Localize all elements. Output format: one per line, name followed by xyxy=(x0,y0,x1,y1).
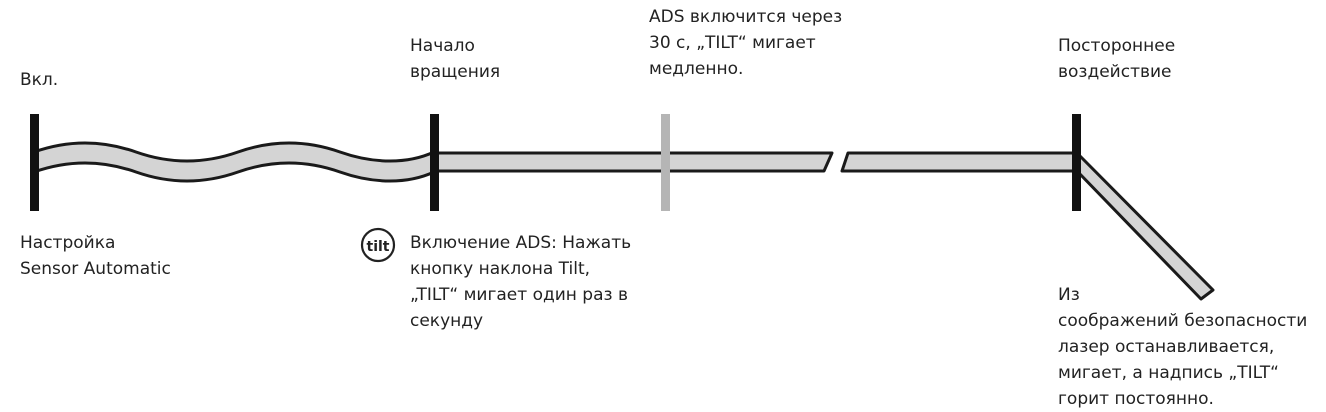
label-external-impact: Постороннее воздействие xyxy=(1058,36,1176,82)
label-setup: Настройка Sensor Automatic xyxy=(20,233,171,279)
label-ads-activation: Включение ADS: Нажать кнопку наклона Til… xyxy=(410,233,632,331)
marker-ads-30s xyxy=(661,114,670,211)
straight-band-segment-1 xyxy=(432,151,834,173)
label-ads-after-30s: ADS включится через 30 с, „TILT“ мигает … xyxy=(649,7,843,79)
label-safety: Из соображений безопасности лазер остана… xyxy=(1058,285,1308,409)
label-power-on: Вкл. xyxy=(20,70,59,90)
marker-external-impact xyxy=(1072,114,1081,211)
marker-rotation-start xyxy=(430,114,439,211)
label-rotation-start: Начало вращения xyxy=(410,36,501,82)
tilt-button-icon: tilt xyxy=(360,227,396,263)
tilt-button-label: tilt xyxy=(367,239,390,255)
wavy-band-setup xyxy=(32,141,436,183)
straight-band-segment-2 xyxy=(840,151,1079,173)
diagonal-band-drop xyxy=(1075,151,1215,301)
marker-power-on xyxy=(30,114,39,211)
